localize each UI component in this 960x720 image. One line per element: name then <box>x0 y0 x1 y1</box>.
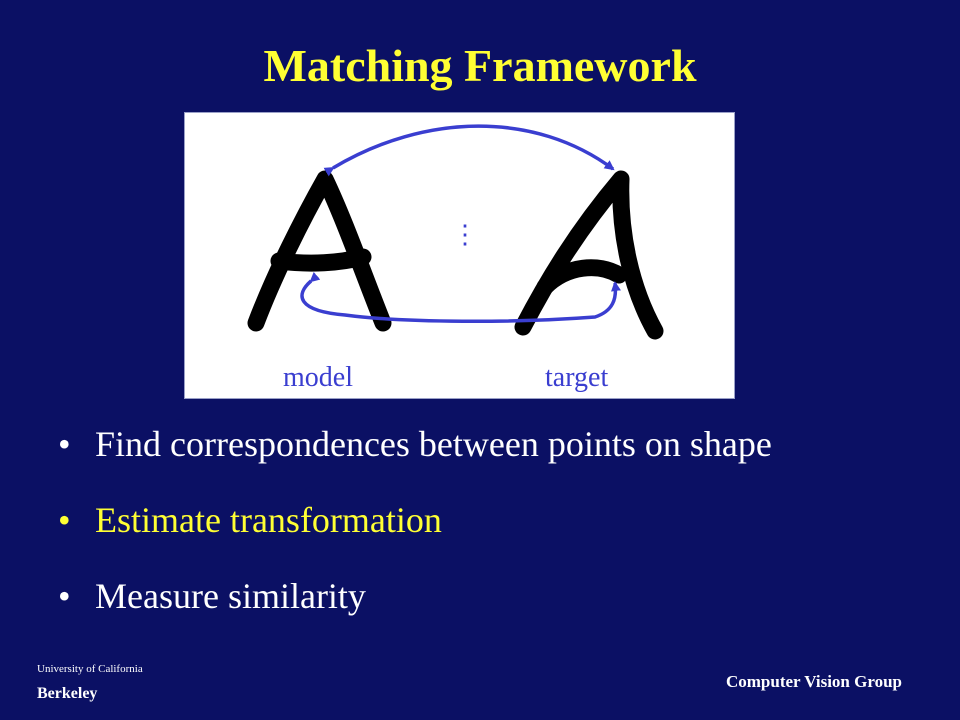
target-shape-a <box>514 170 664 340</box>
bottom-correspondence-arrow <box>300 271 621 324</box>
bullet-dot: • <box>58 500 71 540</box>
bullet-item: • Estimate transformation <box>58 494 772 570</box>
bullet-text: Find correspondences between points on s… <box>95 424 772 464</box>
ellipsis-label: ⋮ <box>452 220 478 249</box>
bullet-dot: • <box>58 424 71 464</box>
bullet-text: Estimate transformation <box>95 500 442 540</box>
matching-figure: ⋮ model target <box>184 112 735 399</box>
bullet-item: • Measure similarity <box>58 570 772 646</box>
shape-matching-illustration: ⋮ <box>247 124 664 340</box>
bullet-dot: • <box>58 576 71 616</box>
bullet-list: • Find correspondences between points on… <box>58 418 772 646</box>
group-name: Computer Vision Group <box>725 672 902 691</box>
top-correspondence-arrow <box>323 124 615 177</box>
university-name: University of California <box>37 663 143 675</box>
bullet-item: • Find correspondences between points on… <box>58 418 772 494</box>
footer-affiliation: University of California Berkeley <box>37 662 143 706</box>
target-label: target <box>545 362 609 393</box>
slide-title: Matching Framework <box>263 40 697 91</box>
bullet-text: Measure similarity <box>95 576 366 616</box>
model-label: model <box>283 362 353 393</box>
campus-name: Berkeley <box>37 685 98 702</box>
model-shape-a <box>247 170 392 332</box>
